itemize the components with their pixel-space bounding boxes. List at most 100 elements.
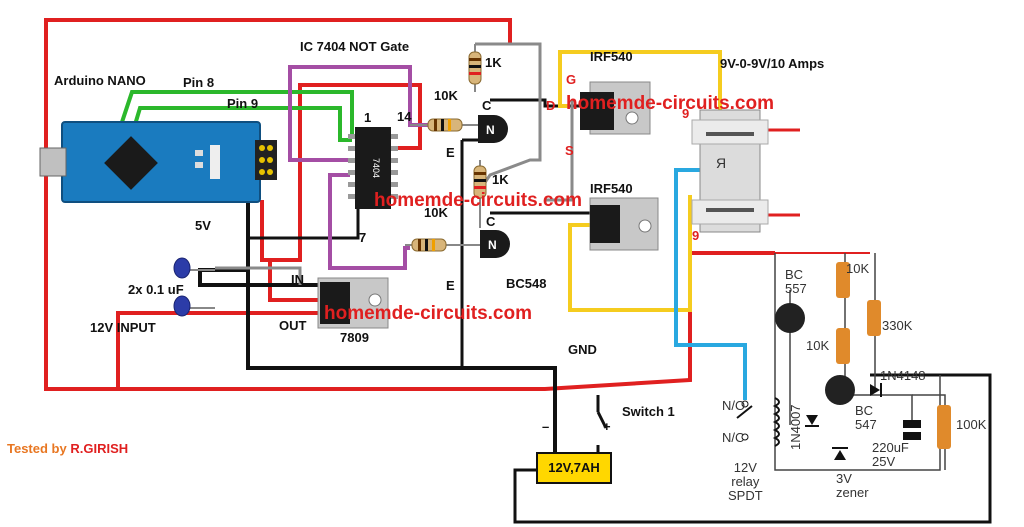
pin14-label: 14 bbox=[397, 109, 412, 124]
capacitor-0-1uf-bottom bbox=[173, 295, 215, 317]
black-wire-gnd-ic bbox=[248, 200, 360, 240]
c-top-label: C bbox=[482, 98, 492, 113]
zener-label: 3V zener bbox=[836, 471, 869, 500]
blue-wire-center-tap bbox=[674, 168, 747, 400]
battery-minus-label: – bbox=[542, 419, 550, 434]
resistor-10k-upper bbox=[836, 262, 850, 298]
battery-label: 12V,7AH bbox=[548, 460, 600, 475]
r100k-label: 100K bbox=[956, 417, 987, 432]
battery-12v-7ah bbox=[536, 452, 612, 484]
r10k-bottom-label: 10K bbox=[424, 205, 448, 220]
input-12v-label: 12V INPUT bbox=[90, 320, 156, 335]
green-wire-pin9 bbox=[132, 106, 352, 142]
no-contact-label: N/O bbox=[722, 398, 746, 413]
red-wire-5v-rail bbox=[260, 83, 422, 262]
tap-9-bottom-label: 9 bbox=[692, 228, 700, 243]
watermark-middle: homemde-circuits.com bbox=[374, 190, 582, 211]
capacitor-0-1uf-top bbox=[173, 257, 215, 279]
red-wire-top-loop bbox=[44, 18, 512, 391]
yellow-wire-drain-top bbox=[558, 50, 722, 130]
arduino-nano-board bbox=[39, 121, 277, 203]
resistor-10k-top bbox=[410, 118, 478, 132]
transistor-bc548-top: N bbox=[478, 115, 508, 143]
transistor-bc548-bottom: N bbox=[480, 230, 510, 258]
bc557-label: BC 557 bbox=[785, 267, 807, 296]
relay-coil bbox=[772, 397, 780, 447]
r1k-bottom-label: 1K bbox=[492, 172, 509, 187]
resistor-100k bbox=[937, 405, 951, 449]
source-label: S bbox=[565, 143, 574, 158]
red-wire-reg-out bbox=[268, 260, 320, 302]
mosfet-irf540-top bbox=[580, 81, 651, 135]
bc547-label: BC 547 bbox=[855, 403, 877, 432]
diode-1n4148 bbox=[870, 383, 882, 397]
transformer-label: 9V-0-9V/10 Amps bbox=[720, 56, 825, 71]
nc-contact-label: N/C bbox=[722, 430, 745, 445]
bc548-label: BC548 bbox=[506, 276, 547, 291]
r10k-upper-label: 10K bbox=[846, 261, 870, 276]
switch1-label: Switch 1 bbox=[622, 404, 675, 419]
green-wire-pin8 bbox=[118, 90, 354, 135]
battery-plus-label: + bbox=[603, 419, 611, 434]
pin7-label: 7 bbox=[359, 230, 367, 245]
watermark-top: homemde-circuits.com bbox=[566, 93, 774, 114]
r10k-lower-label: 10K bbox=[806, 338, 830, 353]
tested-prefix: Tested by bbox=[7, 441, 71, 456]
gnd-label: GND bbox=[568, 342, 597, 357]
black-wire-gnd-reg bbox=[198, 268, 320, 287]
e-bottom-label: E bbox=[446, 278, 455, 293]
grey-wire-5v bbox=[215, 266, 302, 285]
resistor-1k-bottom bbox=[473, 160, 487, 228]
c-bottom-label: C bbox=[486, 214, 496, 229]
5v-label: 5V bbox=[195, 218, 211, 233]
resistor-330k bbox=[867, 300, 881, 336]
ic-7404-chip: 7404 bbox=[348, 127, 398, 209]
relay-label: 12V relay SPDT bbox=[728, 460, 763, 503]
ic-7404-title: IC 7404 NOT Gate bbox=[300, 39, 410, 54]
transformer-9v-0-9v: Я bbox=[691, 109, 800, 233]
caps-label: 2x 0.1 uF bbox=[128, 282, 184, 297]
tap-9-top-label: 9 bbox=[682, 106, 690, 121]
resistor-10k-lower bbox=[836, 328, 850, 364]
black-wire-battery-loop bbox=[513, 373, 992, 524]
reg-out-label: OUT bbox=[279, 318, 307, 333]
purple-wire-bottom bbox=[328, 173, 410, 270]
diode-1n4007 bbox=[805, 415, 819, 427]
red-wire-reg-input bbox=[116, 311, 320, 389]
svg-text:7404: 7404 bbox=[371, 158, 381, 178]
irf540-bottom-label: IRF540 bbox=[590, 181, 633, 196]
reg-7809-label: 7809 bbox=[340, 330, 369, 345]
transistor-bc557 bbox=[775, 303, 805, 333]
pin1-label: 1 bbox=[364, 110, 372, 125]
grey-wire-source bbox=[545, 100, 574, 202]
regulator-7809 bbox=[317, 277, 389, 329]
1n4148-label: 1N4148 bbox=[880, 368, 926, 383]
irf540-top-label: IRF540 bbox=[590, 49, 633, 64]
grey-wire-collector-top bbox=[475, 42, 542, 191]
reg-in-label: IN bbox=[291, 272, 304, 287]
mosfet-irf540-bottom bbox=[589, 197, 659, 251]
tested-name: R.GIRISH bbox=[70, 441, 129, 456]
r330k-label: 330K bbox=[882, 318, 913, 333]
pin9-label: Pin 9 bbox=[227, 96, 259, 111]
r1k-top-label: 1K bbox=[485, 55, 502, 70]
gate-label: G bbox=[566, 72, 577, 87]
svg-text:N: N bbox=[488, 238, 497, 252]
resistor-1k-top bbox=[468, 44, 482, 92]
drain-label: D bbox=[546, 98, 556, 113]
arduino-label: Arduino NANO bbox=[54, 73, 146, 88]
zener-3v bbox=[832, 447, 848, 460]
pin8-label: Pin 8 bbox=[183, 75, 215, 90]
svg-text:N: N bbox=[486, 123, 495, 137]
yellow-wire-drain-bot bbox=[568, 195, 692, 312]
svg-text:Я: Я bbox=[716, 155, 726, 171]
tested-by-credit: Tested by R.GIRISH bbox=[7, 441, 128, 456]
red-wire-bottom bbox=[118, 251, 775, 391]
r10k-top-label: 10K bbox=[434, 88, 458, 103]
resistor-10k-bottom bbox=[405, 238, 488, 252]
cap-220uf-label: 220uF 25V bbox=[872, 440, 909, 469]
capacitor-220uf bbox=[903, 420, 921, 440]
relay-contacts bbox=[736, 400, 753, 441]
